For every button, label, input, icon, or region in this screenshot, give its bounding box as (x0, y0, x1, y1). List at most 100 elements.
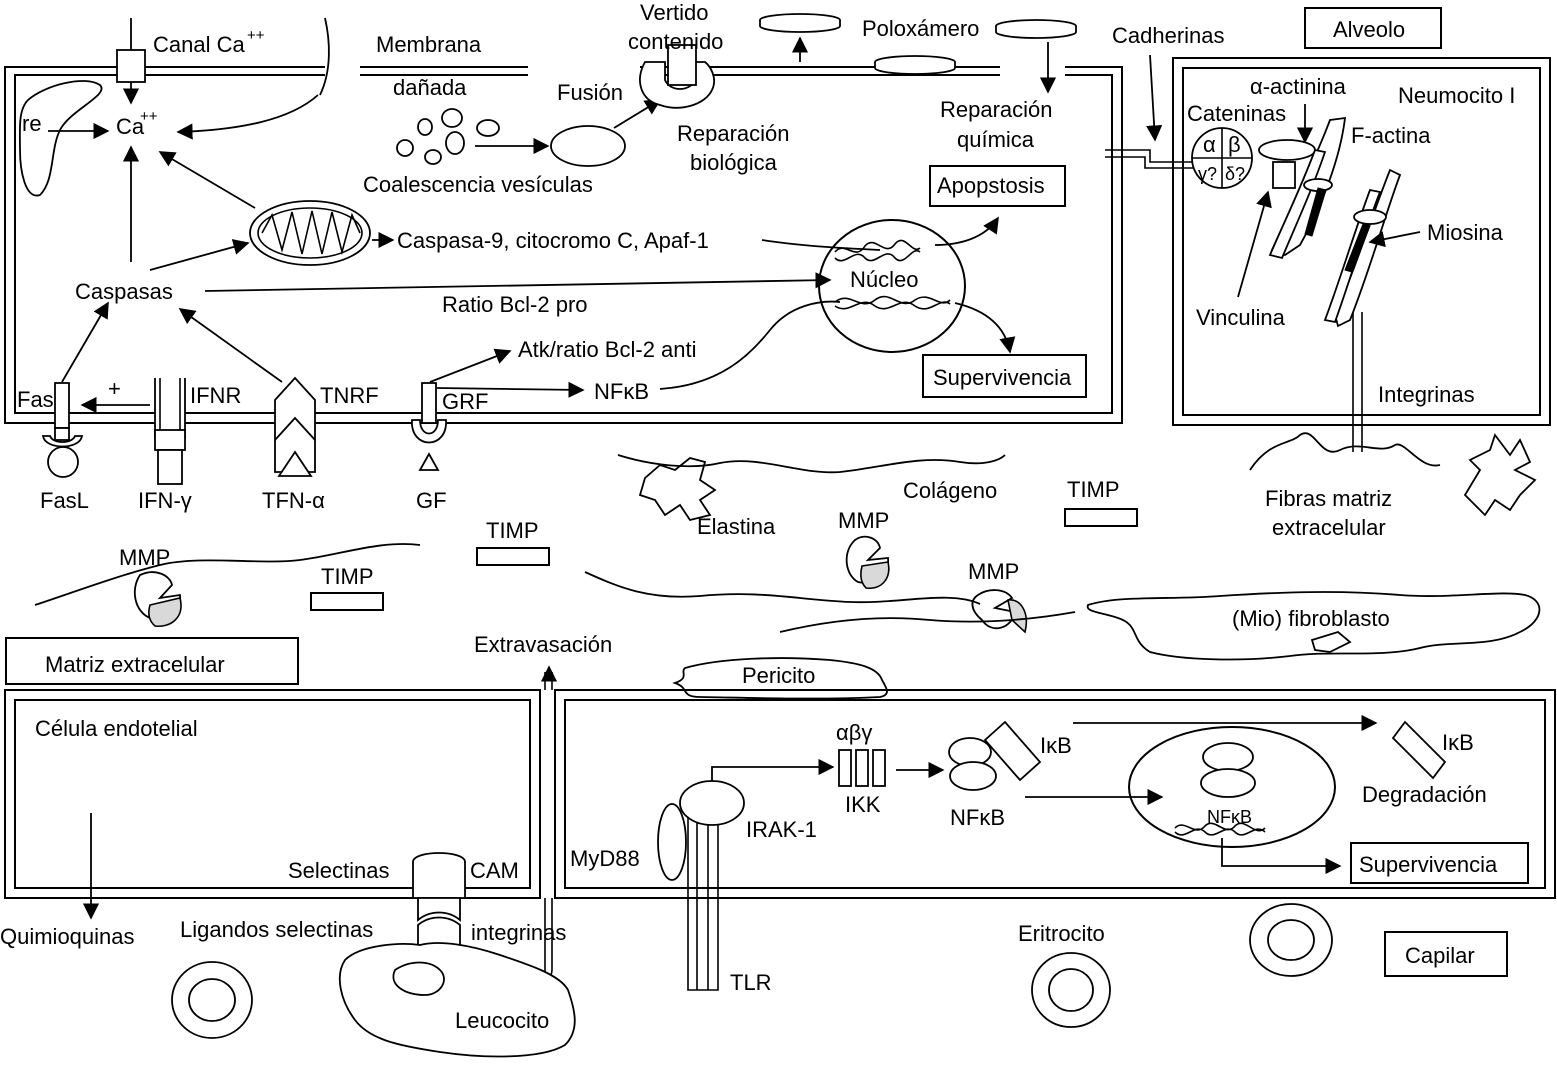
tnrf-label: TNRF (320, 383, 379, 408)
alpha-symbol: α (1203, 132, 1216, 157)
collagen-fiber (617, 454, 1006, 474)
reparacion-quim-label-1: Reparación (940, 97, 1053, 122)
fibras-label-1: Fibras matriz (1265, 486, 1392, 511)
timp-label-1: TIMP (1067, 477, 1120, 502)
actinin-disc (1258, 139, 1316, 161)
alveolo-label: Alveolo (1333, 17, 1405, 42)
mmp-2 (845, 535, 890, 589)
canal-ca-sup: ++ (247, 27, 265, 44)
atk-label: Atk/ratio Bcl-2 anti (518, 337, 697, 362)
vinculina-label: Vinculina (1196, 305, 1286, 330)
reparacion-quim-label-2: química (957, 127, 1035, 152)
gf-receptor (411, 382, 447, 471)
fas-label: Fas (17, 387, 54, 412)
vertido-label-1: Vertido (640, 0, 709, 25)
nfkb-cell-label: NFκB (594, 379, 649, 404)
erythrocyte-2 (1031, 952, 1111, 1028)
epithelial-cell (4, 17, 1123, 424)
canal-ca-label: Canal Ca (153, 32, 245, 57)
ecm-fiber-right (1249, 432, 1441, 471)
timp-label-3: TIMP (321, 564, 374, 589)
matrix-fiber-low (779, 611, 1076, 633)
colageno-label: Colágeno (903, 478, 997, 503)
mitochondrion (249, 200, 371, 266)
plus-label: + (108, 376, 121, 401)
fibroblast-body (1086, 591, 1541, 661)
tlr-label: TLR (730, 970, 772, 995)
catenin-circle (1191, 127, 1253, 189)
capilar-label: Capilar (1405, 943, 1475, 968)
endoplasmic-reticulum (18, 80, 103, 197)
mio-fibroblasto-label: (Mio) fibroblasto (1232, 606, 1390, 631)
actin-filaments (1268, 116, 1402, 328)
supervivencia-cap-box (1350, 842, 1529, 884)
fusion-label: Fusión (557, 80, 623, 105)
ca-ion-label: Ca (116, 114, 145, 139)
supervivencia-cap-label: Supervivencia (1359, 852, 1498, 877)
erythrocyte-1 (171, 961, 253, 1039)
apopstosis-label: Apopstosis (937, 173, 1045, 198)
fibroblast-nucleus (1310, 630, 1352, 653)
mmp-label-2: MMP (838, 508, 889, 533)
a-actinina-label: α-actinina (1250, 74, 1347, 99)
ligandos-label: Ligandos selectinas (180, 917, 373, 942)
timp-box-1 (1064, 508, 1138, 527)
timp-label-2: TIMP (486, 518, 539, 543)
matriz-extracelular-box (5, 637, 299, 685)
calcium-channel (116, 18, 146, 105)
reparacion-bio-label-1: Reparación (677, 121, 790, 146)
re-label: re (22, 111, 42, 136)
ikk-label: IKK (845, 792, 881, 817)
ca-ion-sup: ++ (140, 108, 158, 125)
myd88-label: MyD88 (570, 846, 640, 871)
ifn-gamma-label: IFN-γ (138, 488, 192, 513)
gf-label: GF (416, 488, 447, 513)
caspasa9-label: Caspasa-9, citocromo C, Apaf-1 (397, 228, 709, 253)
nfkb-label-1: NFκB (950, 805, 1005, 830)
timp-box-3 (310, 592, 384, 611)
irak-label: IRAK-1 (746, 817, 817, 842)
tnf-receptor (274, 376, 316, 477)
capilar-nucleus (1128, 726, 1336, 848)
beta-symbol: β (1228, 132, 1241, 157)
celula-endotelial-label: Célula endotelial (35, 716, 198, 741)
mmp-label-3: MMP (968, 559, 1019, 584)
ikb-label-2: IκB (1442, 730, 1474, 755)
quimioquinas-label: Quimioquinas (0, 924, 135, 949)
vertido-structure (639, 44, 716, 109)
integrin-stalk (1352, 312, 1363, 452)
ifnr-label: IFNR (190, 383, 241, 408)
tlr-receptor (657, 780, 745, 991)
nfkb-ikb-complex (948, 720, 1042, 791)
fused-vesicle (550, 125, 626, 167)
integrinas-leuco-label: integrinas (471, 920, 566, 945)
supervivencia-cell-label: Supervivencia (933, 365, 1072, 390)
vesicles (396, 108, 500, 165)
ikb-degraded (1391, 720, 1447, 780)
vertido-label-2: contenido (628, 29, 723, 54)
gamma-symbol: γ? (1198, 164, 1217, 184)
selectinas-label: Selectinas (288, 858, 390, 883)
alveolo-box (1304, 7, 1442, 49)
abg-label: αβγ (836, 720, 872, 745)
timp-box-2 (476, 547, 550, 566)
caspasas-label: Caspasas (75, 279, 173, 304)
poloxamero-label: Poloxámero (862, 16, 979, 41)
leucocito-body (338, 942, 576, 1058)
cateninas-label: Cateninas (1187, 101, 1286, 126)
reparacion-bio-label-2: biológica (690, 150, 778, 175)
leucocito-label: Leucocito (455, 1008, 549, 1033)
supervivencia-cell-box (922, 354, 1087, 398)
ikk-complex (838, 749, 886, 787)
pericito-body (672, 657, 888, 700)
leucocito-nucleus (392, 961, 445, 996)
nfkb-label-2: NFκB (1207, 807, 1252, 827)
extravasacion-label: Extravasación (474, 632, 612, 657)
ikb-label-1: IκB (1040, 733, 1072, 758)
membrana-label: Membrana (376, 32, 482, 57)
mmp-label-1: MMP (119, 545, 170, 570)
elastin-right (1463, 433, 1537, 517)
fas-receptor (41, 382, 84, 478)
